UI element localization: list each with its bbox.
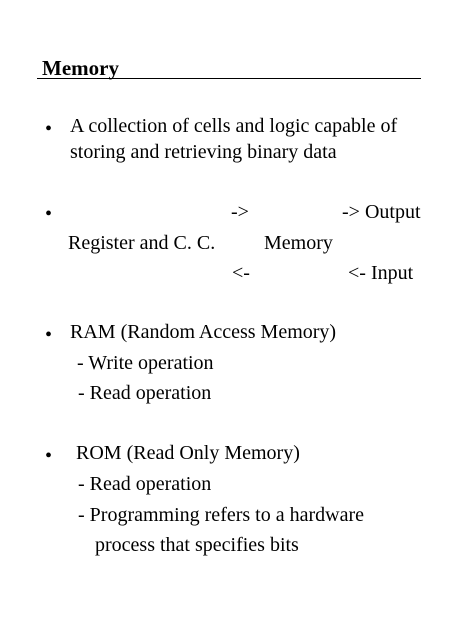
bullet-4: • bbox=[45, 445, 53, 467]
slide-title: Memory bbox=[42, 56, 119, 80]
item-1-line-1: A collection of cells and logic capable … bbox=[70, 115, 398, 137]
arrow-left-register: <- bbox=[232, 262, 250, 284]
rom-programming-line-1: - Programming refers to a hardware bbox=[78, 504, 364, 526]
ram-write-operation: - Write operation bbox=[77, 352, 214, 374]
bullet-3: • bbox=[45, 324, 53, 346]
arrow-right-output: -> Output bbox=[342, 201, 421, 223]
rom-read-operation: - Read operation bbox=[78, 473, 212, 495]
bullet-1: • bbox=[45, 118, 53, 140]
ram-heading: RAM (Random Access Memory) bbox=[70, 321, 337, 343]
arrow-right-register: -> bbox=[231, 201, 249, 223]
rom-heading: ROM (Read Only Memory) bbox=[76, 442, 300, 464]
ram-read-operation: - Read operation bbox=[78, 382, 212, 404]
item-1-line-2: storing and retrieving binary data bbox=[70, 141, 337, 163]
bullet-2: • bbox=[45, 203, 53, 225]
title-underline bbox=[37, 78, 421, 79]
rom-programming-line-2: process that specifies bits bbox=[95, 534, 299, 556]
arrow-left-input: <- Input bbox=[348, 262, 414, 284]
memory-label: Memory bbox=[264, 232, 333, 254]
register-label: Register and C. C. bbox=[68, 232, 216, 254]
